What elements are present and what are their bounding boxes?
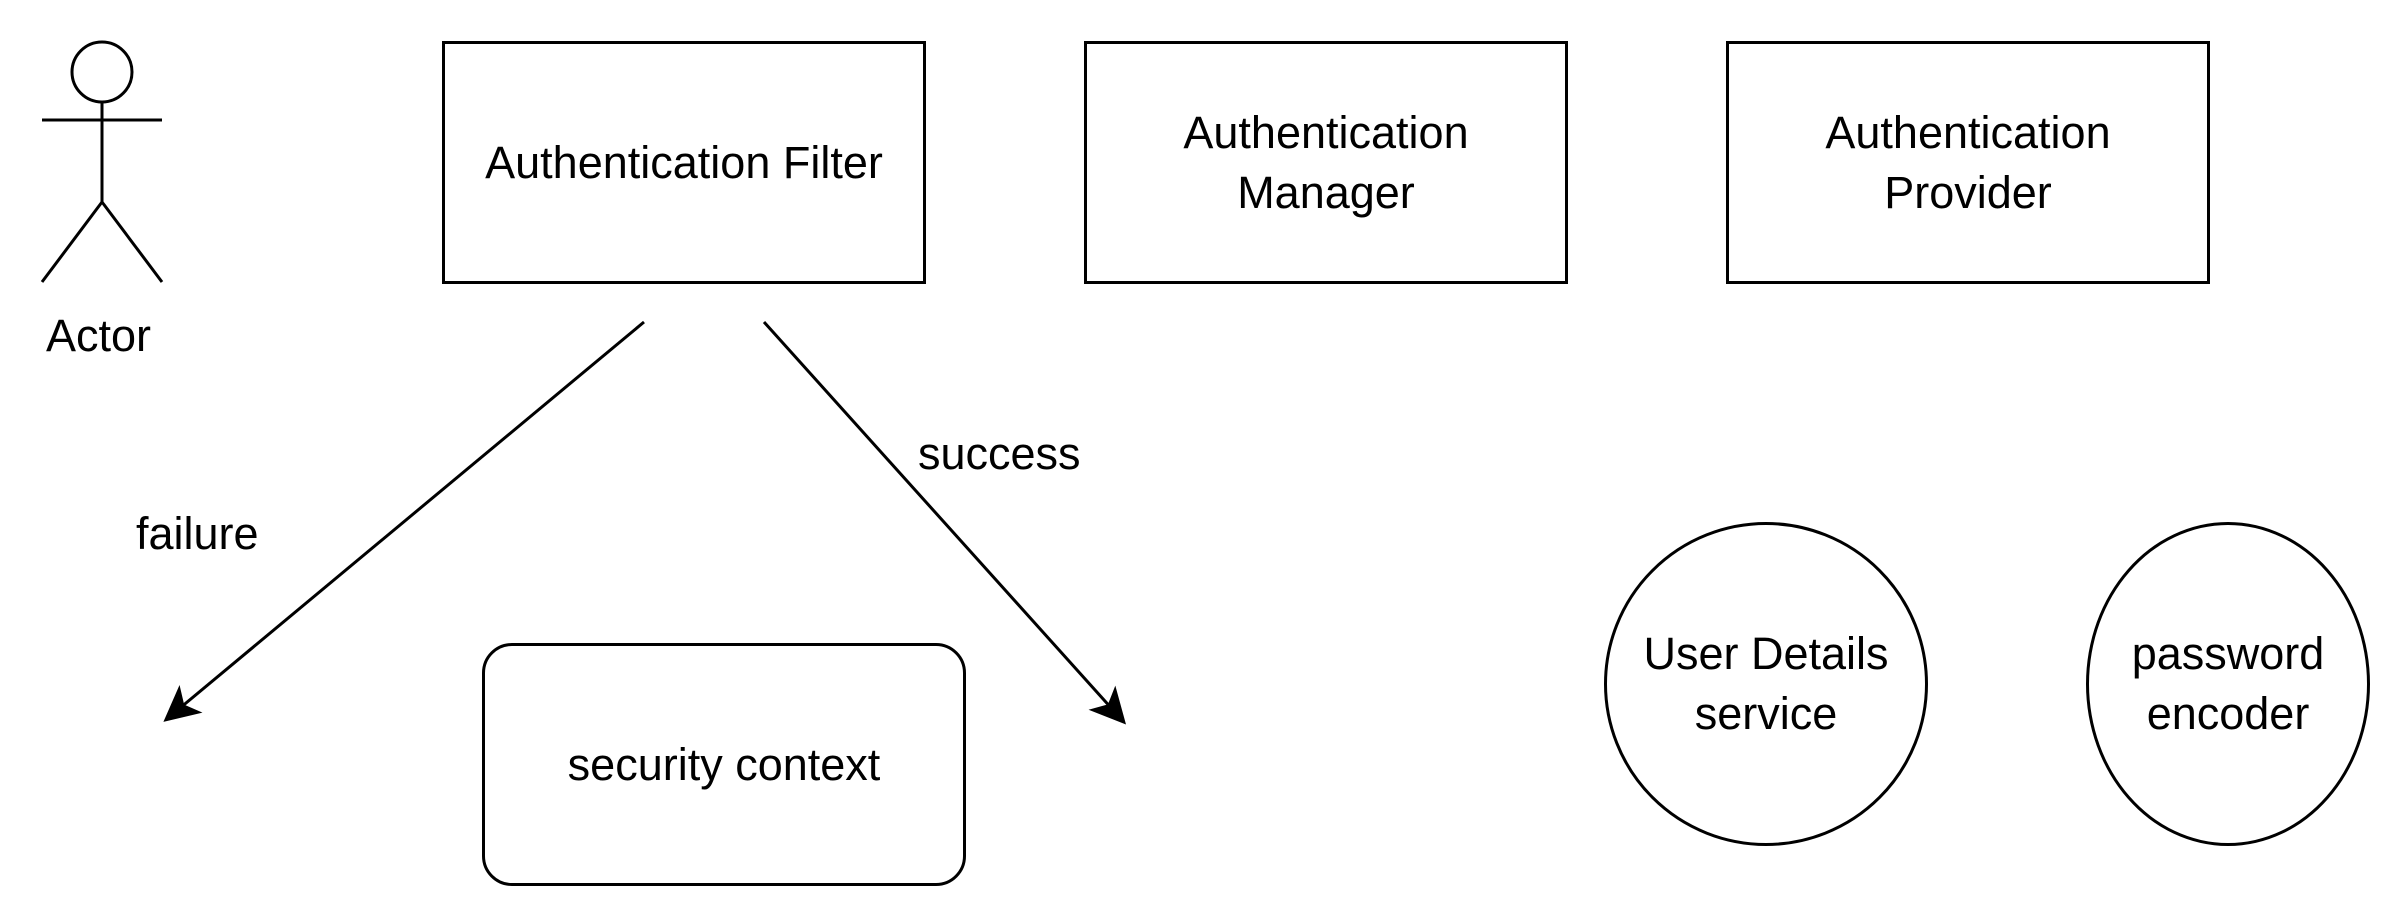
security-context-node[interactable]: security context	[482, 643, 966, 886]
failure-arrow	[163, 320, 645, 722]
success-edge-label: success	[918, 428, 1081, 479]
user-details-service-node[interactable]: User Details service	[1604, 522, 1928, 846]
actor-head	[70, 40, 134, 104]
password-encoder-node[interactable]: password encoder	[2086, 522, 2370, 846]
password-encoder-label: password encoder	[2131, 628, 2325, 739]
authentication-filter-label: Authentication Filter	[485, 136, 883, 188]
failure-edge-label: failure	[136, 508, 259, 559]
actor-label: Actor	[46, 310, 152, 361]
authentication-manager-node[interactable]: Authentication Manager	[1084, 41, 1568, 284]
actor-left-leg	[40, 201, 104, 283]
security-context-label: security context	[567, 738, 881, 790]
authentication-provider-node[interactable]: Authentication Provider	[1726, 41, 2210, 284]
authentication-provider-label: Authentication Provider	[1825, 106, 2111, 218]
user-details-service-label: User Details service	[1643, 628, 1889, 739]
success-arrow	[762, 320, 1127, 725]
actor-figure	[40, 40, 164, 283]
authentication-filter-node[interactable]: Authentication Filter	[442, 41, 926, 284]
actor-right-leg	[100, 201, 164, 283]
authentication-manager-label: Authentication Manager	[1183, 106, 1469, 218]
